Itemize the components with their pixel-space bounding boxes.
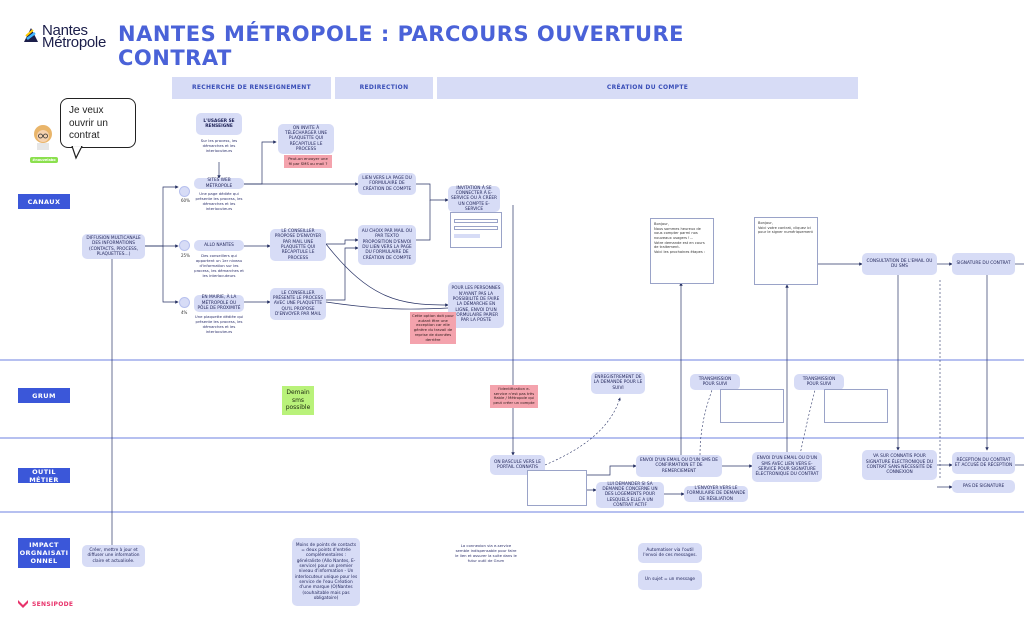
box-invitation: INVITATION À SE CONNECTER À E-SERVICE OU… xyxy=(448,186,500,212)
phase-creation-compte: CRÉATION DU COMPTE xyxy=(437,77,858,99)
mock-mail-contrat: Bonjour, Voici votre contrat, cliquez ic… xyxy=(754,217,818,285)
mock-login-form xyxy=(450,212,502,248)
persona-avatar xyxy=(32,124,54,150)
box-conseiller-presente: LE CONSEILLER PRÉSENTE LE PROCESS AVEC U… xyxy=(270,288,326,320)
note-red-identification: l'identification e-service n'est pas trè… xyxy=(490,385,538,408)
note-mairie: Une plaquette dédiée qui présente les pr… xyxy=(194,314,244,334)
box-consultation: CONSULTATION DE L'EMAIL OU DU SMS xyxy=(862,253,937,275)
web-channel-icon xyxy=(179,186,190,197)
box-envoyer-lien: L'ENVOYER VERS LE FORMULAIRE DE DEMANDE … xyxy=(684,486,748,502)
box-au-choix: AU CHOIX PAR MAIL OU PAR TEXTO PROPOSITI… xyxy=(358,225,416,265)
logo-mark-icon xyxy=(22,26,40,44)
logo-line2: Métropole xyxy=(42,34,107,51)
note-usager: Sur les process, les démarches et les in… xyxy=(200,138,238,153)
persona-tag: #nouvelabo xyxy=(30,157,58,163)
box-reception: RÉCEPTION DU CONTRAT ET ACCUSÉ DE RÉCEPT… xyxy=(952,452,1015,474)
persona-speech-bubble: Je veux ouvrir un contrat xyxy=(60,98,136,148)
note-demain-sms: Demain sms possible xyxy=(282,386,314,415)
lane-canaux: CANAUX xyxy=(18,194,70,209)
lane-impact-line2: ORGNAISATI xyxy=(19,549,69,557)
box-lien-page: LIEN VERS LA PAGE DU FORMULAIRE DE CRÉAT… xyxy=(358,173,416,195)
note-impact-connexion: La connexion via e-service semble indisp… xyxy=(455,543,517,563)
mock-grum-screen-2 xyxy=(824,389,888,423)
box-usager: L'USAGER SE RENSEIGNE xyxy=(196,113,242,135)
phase-recherche: RECHERCHE DE RENSEIGNEMENT xyxy=(172,77,331,99)
box-envoi-email: ENVOI D'UN EMAIL OU D'UN SMS DE CONFIRMA… xyxy=(636,455,722,477)
logo: Nantes Métropole xyxy=(22,22,107,51)
lane-grum: GRUM xyxy=(18,388,70,403)
mock-portail xyxy=(527,470,587,506)
lane-impact-line3: ONNEL xyxy=(30,557,58,565)
box-invite-telecharger: ON INVITE À TÉLÉCHARGER UNE PLAQUETTE QU… xyxy=(278,124,334,154)
note-red-option: Cette option doit pour autant être une e… xyxy=(410,312,456,345)
note-red-envoyer: Peut-on envoyer une fil par SMS ou mail … xyxy=(284,155,332,169)
box-impact-creer: Créer, mettre à jour et diffuser une inf… xyxy=(82,545,145,567)
note-site-web: Une page dédiée qui présente les process… xyxy=(195,191,243,211)
pct-allo: 25% xyxy=(181,253,190,258)
box-impact-un-sujet: Un sujet = un message xyxy=(638,570,702,590)
box-personnes-papier: POUR LES PERSONNES N'AYANT PAS LA POSSIB… xyxy=(448,282,504,328)
logo-line1: Nantes xyxy=(42,22,88,39)
bubble-tail-icon xyxy=(71,146,83,160)
page-title: NANTES MÉTROPOLE : PARCOURS OUVERTURE CO… xyxy=(118,22,685,70)
mock-mail-confirmation: Bonjour, Nous sommes heureux de vous com… xyxy=(650,218,714,284)
box-mairie: EN MAIRIE, À LA MÉTROPOLE OU PÔLE DE PRO… xyxy=(194,295,244,312)
mock-grum-screen-1 xyxy=(720,389,784,423)
office-channel-icon xyxy=(179,297,190,308)
box-pas-signature: PAS DE SIGNATURE xyxy=(952,480,1015,493)
lane-impact-line1: IMPACT xyxy=(29,541,59,549)
box-enregistrement: ENREGISTREMENT DE LA DEMANDE POUR LE SUI… xyxy=(591,372,645,394)
phase-redirection: REDIRECTION xyxy=(335,77,433,99)
lane-impact: IMPACT ORGNAISATI ONNEL xyxy=(18,538,70,568)
box-transmission-2: TRANSMISSION POUR SUIVI xyxy=(794,374,844,390)
pct-web: 60% xyxy=(181,198,190,203)
pct-mairie: 4% xyxy=(181,310,188,315)
box-transmission-1: TRANSMISSION POUR SUIVI xyxy=(690,374,740,390)
footer-brand: SENSIPODE xyxy=(32,601,74,608)
box-impact-moins-points: Moins de points de contacts = deux point… xyxy=(292,538,360,606)
box-impact-automatisation: Automatiser via l'outil l'envoi de ces m… xyxy=(638,543,702,563)
sensipode-logo: SENSIPODE xyxy=(18,600,78,612)
note-allo: Des conseillers qui apportent un 1er niv… xyxy=(194,253,244,278)
box-diffusion: DIFFUSION MULTICANALE DES INFORMATIONS (… xyxy=(82,234,145,259)
box-conseiller-propose: LE CONSEILLER PROPOSE D'ENVOYER PAR MAIL… xyxy=(270,229,326,261)
box-va-sur: VA SUR CONNATIS POUR SIGNATURE ÉLECTRONI… xyxy=(862,450,937,480)
box-envoi-email-2: ENVOI D'UN EMAIL OU D'UN SMS AVEC LIEN V… xyxy=(752,452,822,482)
phone-channel-icon xyxy=(179,240,190,251)
box-site-web: SITES WEB MÉTROPOLE xyxy=(194,178,244,189)
lane-outil-metier: OUTIL MÉTIER xyxy=(18,468,70,484)
sensipode-mark-icon xyxy=(18,600,28,608)
box-signature: SIGNATURE DU CONTRAT xyxy=(952,253,1015,275)
box-demander: LUI DEMANDER SI SA DEMANDE CONCERNE UN D… xyxy=(596,482,664,508)
box-allo: ALLO NANTES xyxy=(194,240,244,251)
